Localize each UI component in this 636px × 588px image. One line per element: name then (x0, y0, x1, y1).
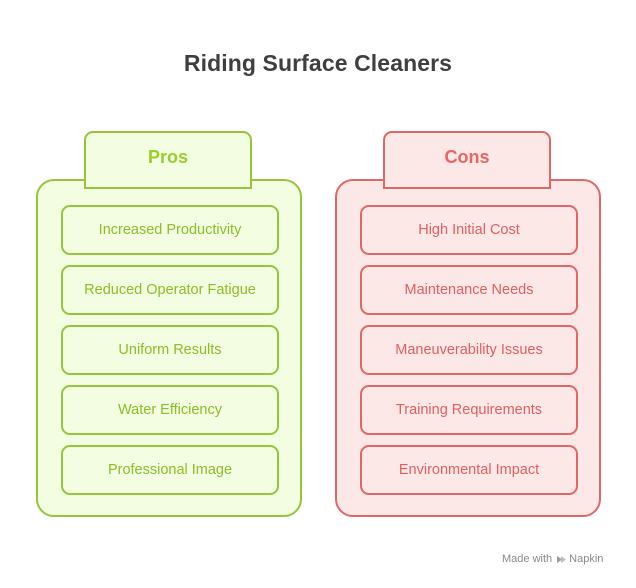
pros-item: Reduced Operator Fatigue (61, 265, 279, 315)
diagram-title: Riding Surface Cleaners (183, 50, 453, 76)
napkin-brand-label: Napkin (569, 553, 604, 565)
cons-panel: High Initial Cost Maintenance Needs Mane… (335, 179, 601, 517)
cons-item: Training Requirements (360, 385, 578, 435)
pros-item: Water Efficiency (61, 385, 279, 435)
pros-column: Increased Productivity Reduced Operator … (36, 131, 302, 517)
cons-heading: Cons (444, 147, 490, 167)
pros-item: Increased Productivity (61, 205, 279, 255)
cons-item: High Initial Cost (360, 205, 578, 255)
cons-item: Maneuverability Issues (360, 325, 578, 375)
cons-item: Maintenance Needs (360, 265, 578, 315)
pros-item: Uniform Results (61, 325, 279, 375)
cons-header-tab: Cons (383, 131, 551, 189)
pros-panel: Increased Productivity Reduced Operator … (36, 179, 302, 517)
cons-item: Environmental Impact (360, 445, 578, 495)
pros-header-tab: Pros (84, 131, 252, 189)
napkin-logo-icon (557, 555, 567, 563)
pros-item: Professional Image (61, 445, 279, 495)
cons-column: High Initial Cost Maintenance Needs Mane… (335, 131, 601, 517)
made-with-label: Made with (502, 553, 553, 565)
pros-heading: Pros (147, 147, 189, 167)
made-with-napkin-badge[interactable]: Made with Napkin (502, 553, 603, 565)
